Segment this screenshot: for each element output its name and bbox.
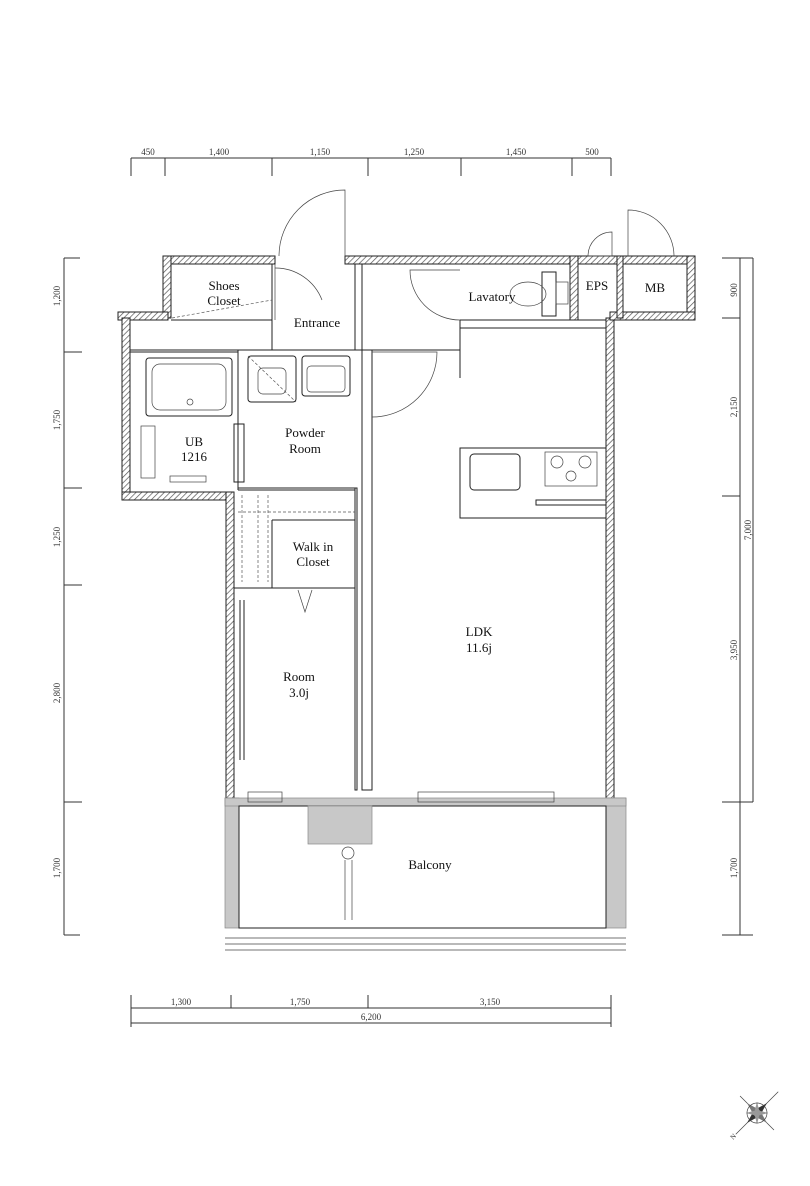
room-label-lavatory: Lavatory <box>469 289 516 304</box>
dim-label: 3,950 <box>729 639 739 660</box>
kitchen-counter <box>459 447 607 519</box>
dim-label: 1,300 <box>171 997 192 1007</box>
room-label-balcony: Balcony <box>408 857 452 872</box>
room-label-ldk: LDK <box>466 624 493 639</box>
dim-label: 1,700 <box>52 857 62 878</box>
room-label-eps: EPS <box>586 278 608 293</box>
dim-label: 450 <box>141 147 155 157</box>
room-label-entrance: Entrance <box>294 315 340 330</box>
room-label-shoes-closet: Closet <box>207 293 241 308</box>
fixtures <box>140 271 607 760</box>
compass-icon <box>735 1091 779 1135</box>
room-label-shoes-closet: Shoes <box>208 278 239 293</box>
room-label-room: Room <box>283 669 315 684</box>
dim-label: 1,200 <box>52 285 62 306</box>
dim-label: 1,150 <box>310 147 331 157</box>
left-dimension-line: 1,200 1,750 1,250 2,800 1,700 <box>52 257 82 936</box>
stove <box>544 451 598 487</box>
kitchen-sink <box>469 453 521 491</box>
room-label-mb: MB <box>645 280 666 295</box>
top-dimension-line: 450 1,400 1,150 1,250 1,450 500 <box>130 147 612 176</box>
exterior-walls <box>117 255 696 801</box>
toilet-tank <box>541 271 557 317</box>
right-dimension-line: 900 2,150 3,950 1,700 7,000 <box>722 257 754 936</box>
room-labels: Shoes Closet Entrance Lavatory EPS MB UB… <box>181 278 665 872</box>
bathtub <box>145 357 233 417</box>
interior-walls <box>129 264 606 791</box>
dim-label: 1,450 <box>506 147 527 157</box>
towel-rack <box>233 423 245 483</box>
room-label-walk-in-closet: Closet <box>296 554 330 569</box>
balcony <box>224 791 627 951</box>
dim-label: 1,750 <box>52 409 62 430</box>
room-label-ub: 1216 <box>181 449 208 464</box>
dim-label: 900 <box>729 283 739 297</box>
compass-north-label: N <box>729 1132 738 1141</box>
room-label-room: 3.0j <box>289 685 309 700</box>
dim-label: 3,150 <box>480 997 501 1007</box>
room-label-ub: UB <box>185 434 203 449</box>
room-label-powder-room: Powder <box>285 425 325 440</box>
room-label-ldk: 11.6j <box>466 640 492 655</box>
shower <box>140 425 156 479</box>
bottom-dimension-line: 1,300 1,750 3,150 6,200 <box>130 995 612 1027</box>
dim-label: 2,800 <box>52 682 62 703</box>
room-label-walk-in-closet: Walk in <box>293 539 334 554</box>
dim-label-total: 6,200 <box>361 1012 382 1022</box>
sink <box>301 355 351 397</box>
dim-label: 1,750 <box>290 997 311 1007</box>
dim-label: 1,400 <box>209 147 230 157</box>
dim-label-total: 7,000 <box>743 519 753 540</box>
dim-label: 1,700 <box>729 857 739 878</box>
dim-label: 1,250 <box>52 526 62 547</box>
toilet-bowl <box>509 281 547 307</box>
dim-label: 1,250 <box>404 147 425 157</box>
doors <box>274 189 675 418</box>
room-label-powder-room: Room <box>289 441 321 456</box>
dim-label: 2,150 <box>729 396 739 417</box>
washing-machine <box>247 355 297 403</box>
dim-label: 500 <box>585 147 599 157</box>
